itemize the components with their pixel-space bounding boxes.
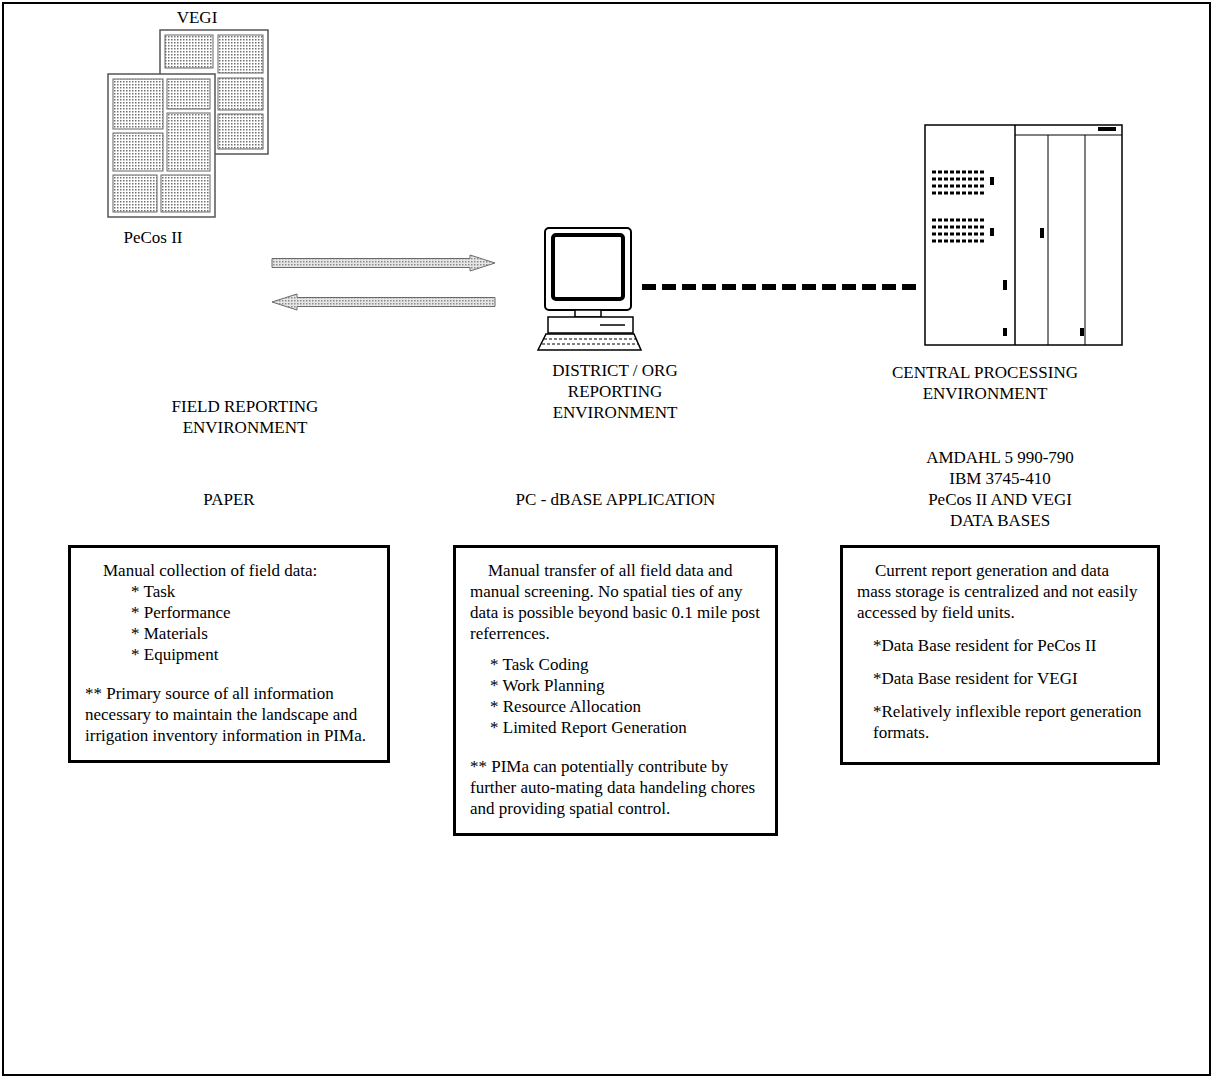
column-heading: AMDAHL 5 990-790 [915,447,1085,468]
bullet-item: * Resource Allocation [490,696,761,717]
description-box: AMDAHL 5 990-790IBM 3745-410PeCos II AND… [840,545,1160,765]
column-heading: PAPER [79,489,379,510]
column-heading: PeCos II AND VEGI DATA BASES [915,489,1085,531]
body-text: Manual collection of field data: [85,560,373,581]
heading-group: AMDAHL 5 990-790IBM 3745-410PeCos II AND… [915,447,1085,531]
pc-icon: DISTRICT / ORG REPORTING ENVIRONMENT [495,220,642,355]
field-reporting-icon: VEGIPeCos IIFIELD REPORTING ENVIRONMENT [100,5,272,320]
bullet-item: * Task [131,581,373,602]
bullet-item: * Materials [131,623,373,644]
pc-illustration [538,228,641,350]
note-text: ** PIMa can potentially contribute by fu… [470,756,761,819]
heading-group: PAPER [79,489,379,510]
flow-arrow [272,294,495,310]
form-label: PeCos II [108,227,198,248]
form-label: VEGI [162,7,232,28]
heading-group: PC - dBASE APPLICATION [466,489,766,510]
mainframe-illustration [925,125,1122,345]
bullet-item: *Relatively inflexible report generation… [873,701,1143,743]
environment-title: CENTRAL PROCESSING ENVIRONMENT [885,362,1085,404]
column-heading: PC - dBASE APPLICATION [466,489,766,510]
note-text: ** Primary source of all information nec… [85,683,373,746]
bullet-item: * Task Coding [490,654,761,675]
bullet-item: *Data Base resident for VEGI [873,668,1143,689]
bullet-item: * Equipment [131,644,373,665]
description-box: PAPERManual collection of field data:* T… [68,545,390,763]
environment-title: FIELD REPORTING ENVIRONMENT [160,396,330,438]
page-frame [3,3,1210,1075]
body-text: Manual transfer of all field data and ma… [470,560,761,644]
paper-forms [108,30,268,217]
mainframe-icon: CENTRAL PROCESSING ENVIRONMENT [922,120,1125,352]
bullet-item: * Work Planning [490,675,761,696]
description-box: PC - dBASE APPLICATIONManual transfer of… [453,545,778,836]
flow-arrow [272,255,495,271]
column-heading: IBM 3745-410 [915,468,1085,489]
environment-title: DISTRICT / ORG REPORTING ENVIRONMENT [545,360,685,423]
bullet-item: * Limited Report Generation [490,717,761,738]
body-text: Current report generation and data mass … [857,560,1143,623]
bullet-item: * Performance [131,602,373,623]
data-link [642,284,922,290]
bullet-item: *Data Base resident for PeCos II [873,635,1143,656]
